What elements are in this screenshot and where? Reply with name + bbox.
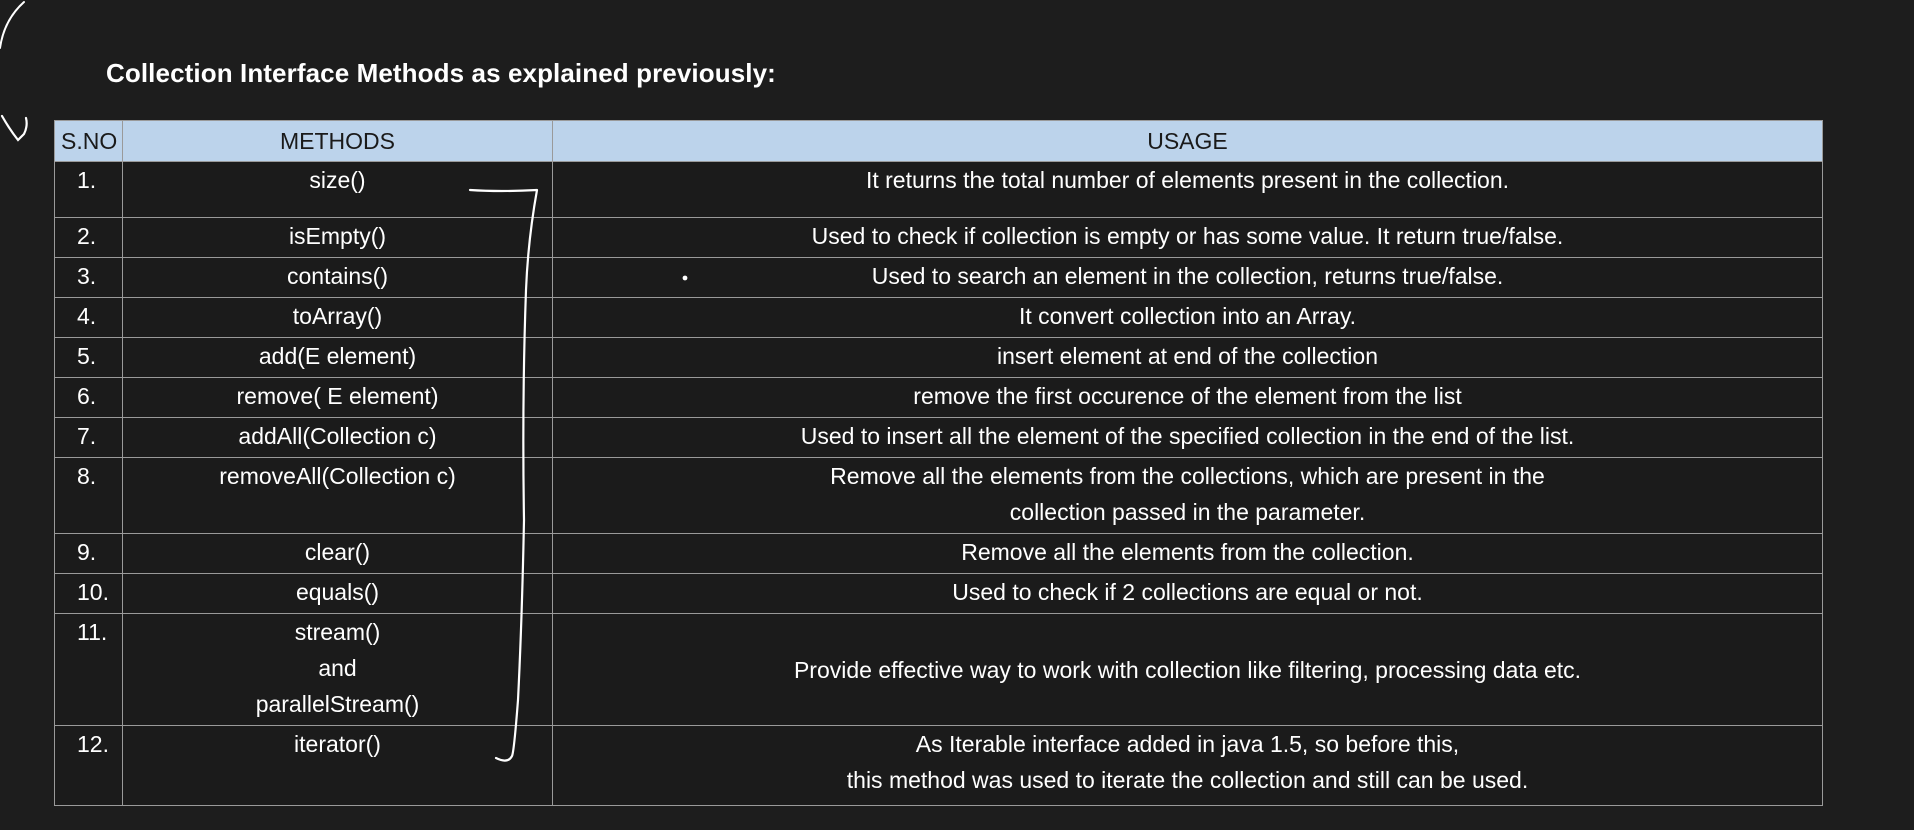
table-row: 4. toArray() It convert collection into an…	[54, 297, 1823, 338]
method-cell: toArray()	[122, 297, 553, 338]
row-number: 3.	[54, 257, 123, 298]
row-number: 4.	[54, 297, 123, 338]
method-cell: add(E element)	[122, 337, 553, 378]
row-number: 12.	[54, 725, 123, 806]
method-name: contains()	[287, 263, 388, 289]
method-name: clear()	[304, 539, 371, 565]
usage-text: Used to check if collection is empty or …	[811, 223, 1564, 249]
margin-arrow-stroke	[0, 114, 28, 142]
usage-cell: As Iterable interface added in java 1.5,…	[552, 725, 1823, 806]
method-name: addAll(Collection c)	[238, 423, 437, 449]
usage-text: Used to insert all the element of the sp…	[800, 423, 1575, 449]
header-sno: S.NO	[54, 120, 123, 162]
table-row: 2. isEmpty() Used to check if collection i…	[54, 217, 1823, 258]
row-number: 10.	[54, 573, 123, 614]
usage-cell: Used to check if 2 collections are equal…	[552, 573, 1823, 614]
usage-cell: Remove all the elements from the collect…	[552, 457, 1823, 534]
row-number: 9.	[54, 533, 123, 574]
row-number: 2.	[54, 217, 123, 258]
usage-cell: Provide effective way to work with colle…	[552, 613, 1823, 726]
table-row: 7. addAll(Collection c) Used to insert all…	[54, 417, 1823, 458]
method-name: isEmpty()	[288, 223, 387, 249]
corner-arc-stroke	[0, 1, 25, 49]
method-name: remove( E element)	[236, 383, 439, 409]
table-row: 6. remove( E element) remove the first occ…	[54, 377, 1823, 418]
usage-text: Remove all the elements from the collect…	[961, 539, 1414, 565]
method-cell: contains()	[122, 257, 553, 298]
method-cell: clear()	[122, 533, 553, 574]
method-name: size()	[309, 167, 366, 193]
header-usage: USAGE	[552, 120, 1823, 162]
table-row: 8. removeAll(Collection c) Remove all the …	[54, 457, 1823, 534]
usage-text: insert element at end of the collection	[996, 343, 1378, 369]
usage-cell: insert element at end of the collection	[552, 337, 1823, 378]
usage-text: Used to search an element in the collect…	[871, 263, 1504, 289]
method-name: equals()	[295, 579, 380, 605]
method-cell: remove( E element)	[122, 377, 553, 418]
method-name: iterator()	[294, 731, 381, 757]
method-cell: iterator()	[122, 725, 553, 806]
row-number: 6.	[54, 377, 123, 418]
usage-text: It returns the total number of elements …	[865, 167, 1510, 193]
table-row: 11. stream() and parallelStream() Provide ef…	[54, 613, 1823, 726]
table-row: 1. size() It returns the total number of e…	[54, 161, 1823, 218]
usage-text: collection passed in the parameter.	[1009, 499, 1366, 525]
method-name: add(E element)	[258, 343, 417, 369]
table-row: 5. add(E element) insert element at end of…	[54, 337, 1823, 378]
usage-cell: It convert collection into an Array.	[552, 297, 1823, 338]
row-number: 8.	[54, 457, 123, 534]
table-row: 3. contains() Used to search an element in…	[54, 257, 1823, 298]
row-number: 11.	[54, 613, 123, 726]
row-number: 7.	[54, 417, 123, 458]
table-row: 9. clear() Remove all the elements from th…	[54, 533, 1823, 574]
usage-cell: It returns the total number of elements …	[552, 161, 1823, 218]
table-body: 1. size() It returns the total number of e…	[54, 161, 1823, 806]
usage-cell: Used to insert all the element of the sp…	[552, 417, 1823, 458]
usage-cell: Used to search an element in the collect…	[552, 257, 1823, 298]
method-cell: stream() and parallelStream()	[122, 613, 553, 726]
usage-cell: remove the first occurence of the elemen…	[552, 377, 1823, 418]
method-cell: size()	[122, 161, 553, 218]
method-cell: isEmpty()	[122, 217, 553, 258]
header-methods: METHODS	[122, 120, 553, 162]
slide-title: Collection Interface Methods as explaine…	[106, 58, 776, 88]
usage-text: Remove all the elements from the collect…	[830, 463, 1545, 489]
method-name: stream()	[294, 619, 381, 645]
usage-text: this method was used to iterate the coll…	[846, 767, 1529, 793]
usage-text: Used to check if 2 collections are equal…	[952, 579, 1423, 605]
method-cell: addAll(Collection c)	[122, 417, 553, 458]
usage-text: As Iterable interface added in java 1.5,…	[915, 731, 1460, 757]
usage-cell: Remove all the elements from the collect…	[552, 533, 1823, 574]
row-number: 1.	[54, 161, 123, 218]
table-row: 12. iterator() As Iterable interface added…	[54, 725, 1823, 806]
collection-methods-table: S.NO METHODS USAGE 1. size() It returns th…	[54, 120, 1823, 806]
method-name: removeAll(Collection c)	[219, 463, 456, 489]
row-number: 5.	[54, 337, 123, 378]
method-name: parallelStream()	[255, 691, 420, 717]
usage-cell: Used to check if collection is empty or …	[552, 217, 1823, 258]
table-header: S.NO METHODS USAGE	[54, 120, 1823, 162]
header-row: S.NO METHODS USAGE	[54, 120, 1823, 162]
method-name: toArray()	[292, 303, 383, 329]
usage-text: It convert collection into an Array.	[1018, 303, 1357, 329]
usage-text: Provide effective way to work with colle…	[793, 656, 1582, 683]
method-name: and	[318, 655, 357, 681]
method-cell: removeAll(Collection c)	[122, 457, 553, 534]
method-cell: equals()	[122, 573, 553, 614]
table-row: 10. equals() Used to check if 2 collection…	[54, 573, 1823, 614]
usage-text: remove the first occurence of the elemen…	[913, 383, 1462, 409]
